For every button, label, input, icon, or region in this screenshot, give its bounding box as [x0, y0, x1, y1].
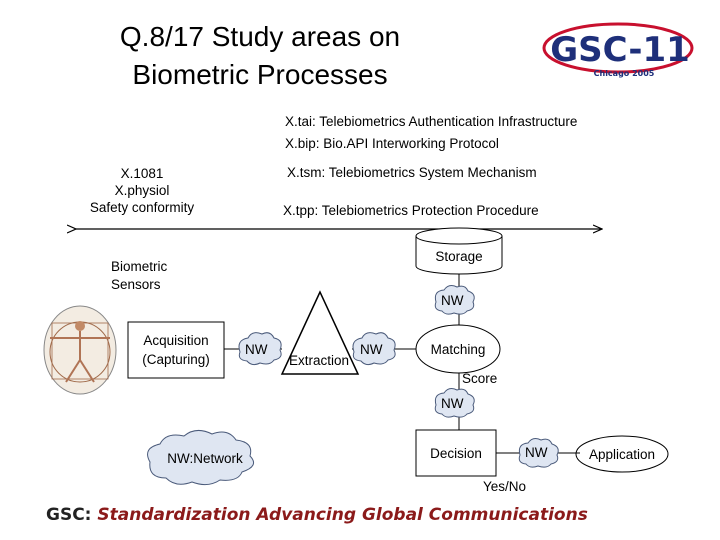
nw-label-4: NW: [441, 396, 464, 411]
nw-cloud-2: [352, 332, 396, 366]
logo-sub-text: Chicago 2005: [594, 69, 655, 78]
x-physiol-label: X.physiol: [114, 183, 170, 198]
footer-tagline: GSC: Standardization Advancing Global Co…: [46, 505, 588, 525]
x-bip-label: X.bip: Bio.API Interworking Protocol: [285, 136, 499, 151]
logo-main-text: GSC-11: [550, 30, 690, 70]
x-tai-label: X.tai: Telebiometrics Authentication Inf…: [285, 114, 578, 129]
extraction-triangle: [280, 290, 360, 375]
gsc-logo-icon: GSC-11 Chicago 2005: [542, 22, 694, 78]
score-label: Score: [462, 371, 498, 386]
application-label: Application: [588, 447, 656, 462]
application-ellipse: [575, 435, 669, 473]
biometric-sensors-line2: Sensors: [111, 277, 161, 292]
network-cloud: [147, 430, 255, 486]
extraction-label: Extraction: [289, 353, 350, 368]
footer-prefix: GSC:: [46, 505, 92, 525]
yes-no-label: Yes/No: [483, 479, 527, 494]
storage-cylinder: [415, 227, 503, 275]
page-title: Q.8/17 Study areas on Biometric Processe…: [60, 18, 460, 94]
nw-label-2: NW: [360, 342, 383, 357]
nw-cloud-5: [518, 438, 559, 468]
nw-cloud-1: [238, 332, 282, 366]
storage-label: Storage: [435, 249, 483, 264]
title-line-2: Biometric Processes: [132, 59, 388, 90]
acquisition-box: [127, 321, 225, 379]
nw-label-3: NW: [441, 293, 464, 308]
acquisition-label: Acquisition: [143, 333, 209, 348]
decision-label: Decision: [430, 446, 482, 461]
x-1081-label: X.1081: [120, 166, 164, 181]
vitruvian-man-icon: [43, 305, 117, 395]
x-tpp-label: X.tpp: Telebiometrics Protection Procedu…: [283, 203, 539, 218]
title-line-1: Q.8/17 Study areas on: [119, 21, 401, 52]
decision-box: [415, 429, 497, 477]
nw-label-5: NW: [525, 445, 548, 460]
capturing-label: (Capturing): [142, 352, 210, 367]
gsc-logo: GSC-11 Chicago 2005: [540, 14, 700, 86]
biometric-sensors-line1: Biometric: [111, 259, 168, 274]
safety-conformity-label: Safety conformity: [89, 200, 195, 215]
matching-label: Matching: [430, 342, 486, 357]
nw-label-1: NW: [245, 342, 268, 357]
nw-cloud-4: [434, 388, 475, 418]
footer-text: Standardization Advancing Global Communi…: [97, 505, 588, 525]
nw-cloud-3: [434, 285, 475, 315]
x-tsm-label: X.tsm: Telebiometrics System Mechanism: [287, 165, 537, 180]
network-label: NW:Network: [167, 451, 243, 466]
